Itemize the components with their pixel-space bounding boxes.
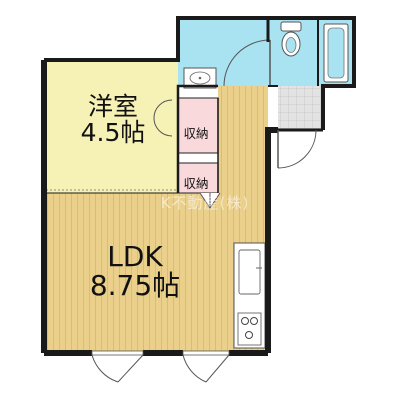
kitchen-sink-icon — [238, 249, 262, 295]
hallway-floor — [218, 86, 268, 193]
toilet-icon — [280, 21, 302, 57]
closet-2-label: 収納 — [183, 176, 209, 191]
entrance-floor — [278, 86, 323, 130]
stove-icon — [237, 312, 262, 346]
balcony-doors — [91, 350, 230, 383]
ldk-label: LDK 8.75帖 — [60, 242, 210, 301]
bathtub-icon — [323, 23, 349, 83]
entrance-door — [277, 129, 317, 169]
western-room-label: 洋室 4.5帖 — [58, 92, 168, 148]
wash-basin-icon — [183, 67, 217, 89]
western-room-size: 4.5帖 — [80, 118, 146, 148]
closet-1-label: 収納 — [183, 126, 209, 141]
watermark: K不動産(株) — [160, 194, 250, 212]
kitchen-counter — [233, 242, 266, 349]
ldk-floor — [44, 193, 268, 353]
western-room-name: 洋室 — [87, 92, 138, 121]
ldk-size: 8.75帖 — [89, 269, 181, 303]
ldk-name: LDK — [107, 240, 163, 273]
walls — [41, 16, 356, 356]
